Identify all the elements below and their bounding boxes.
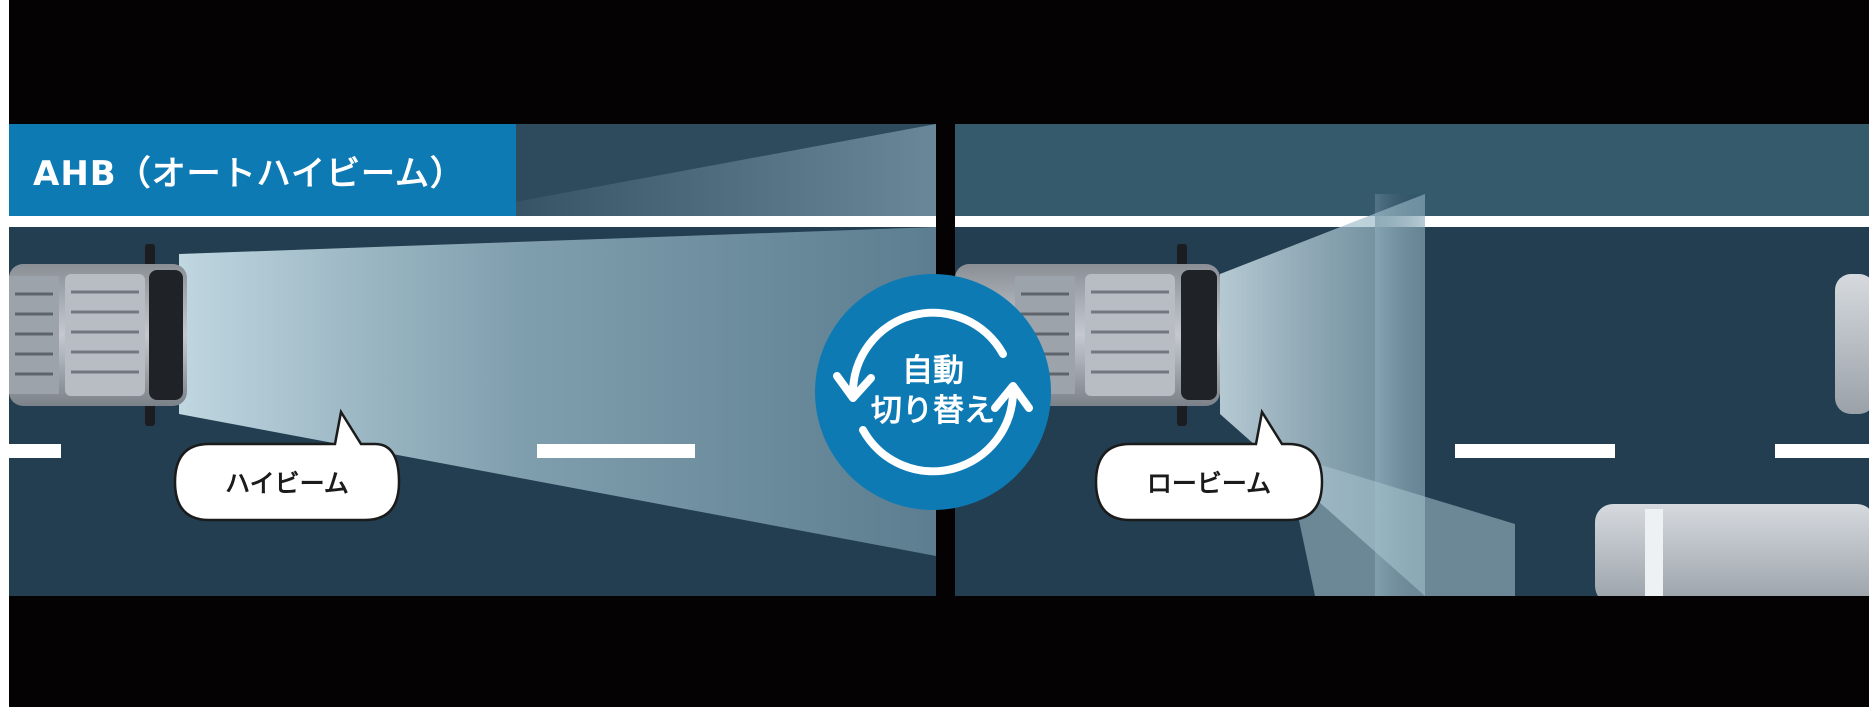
high-beam-scene-art <box>9 124 936 596</box>
cycle-arrows-icon <box>815 274 1051 510</box>
lane-dash <box>537 444 695 458</box>
high-beam-label: ハイビーム <box>225 469 349 498</box>
auto-switch-badge: 自動 切り替え <box>807 266 1059 518</box>
low-beam-label: ロービーム <box>1146 469 1272 498</box>
title-banner: AHB（オートハイビーム） <box>9 124 516 216</box>
lane-dash <box>1775 444 1869 458</box>
callout-shape <box>173 408 401 522</box>
page-title: AHB（オートハイビーム） <box>33 153 465 194</box>
callout-shape <box>1094 408 1324 522</box>
low-beam-scene-art <box>955 124 1869 596</box>
low-beam-callout: ロービーム <box>1094 408 1324 522</box>
oncoming-truck-icon <box>1835 274 1869 414</box>
auto-switch-line2: 切り替え <box>871 393 995 429</box>
high-beam-callout: ハイビーム <box>173 408 401 522</box>
car-icon <box>9 244 187 426</box>
oncoming-truck-icon <box>1595 504 1869 596</box>
auto-switch-text: 自動 切り替え <box>807 266 1059 518</box>
low-beam-scene <box>955 124 1869 596</box>
white-margin <box>0 0 9 707</box>
auto-switch-line1: 自動 <box>902 353 964 390</box>
lane-dash <box>9 444 61 458</box>
lane-dash <box>1455 444 1615 458</box>
